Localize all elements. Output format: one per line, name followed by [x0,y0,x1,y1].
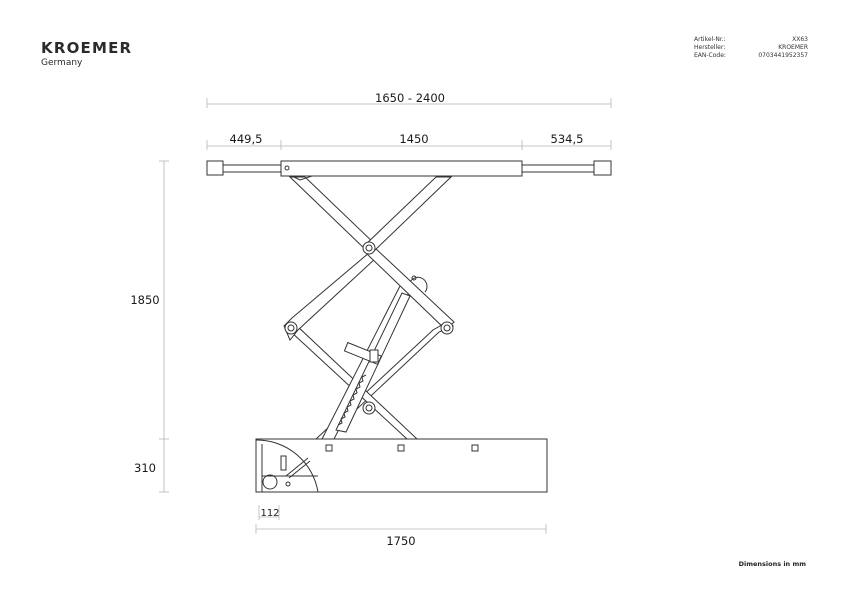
upper-arm-right [363,176,453,253]
center-pivot-bottom [362,401,376,415]
meta-value: KROEMER [778,44,808,51]
knee-joint-left [284,321,298,335]
meta-label: Hersteller: [694,44,726,51]
meta-label: Artikel-Nr.: [694,36,726,43]
base-marker [471,444,479,452]
meta-label: EAN-Code: [694,52,726,59]
dim-right-extension: 534,5 [551,132,584,146]
knee-joint-right [440,321,454,335]
scissor-lift [206,160,612,493]
dim-platform: 1450 [399,132,428,146]
base-frame [255,438,548,493]
lever-block [369,349,379,363]
left-extension-bar [220,164,284,173]
meta-row-article: Artikel-Nr.: XX63 [694,36,808,44]
upper-arm-left-lower [283,251,377,341]
ratchet-rack [337,374,367,426]
dim-base-height: 310 [134,461,156,475]
right-pad [593,160,612,176]
brand-logo: KROEMER Germany [41,39,132,68]
base-arc [255,439,319,493]
dim-left-extension: 449,5 [230,132,263,146]
base-marker [397,444,405,452]
left-pad [206,160,224,176]
right-extension-bar [520,164,598,173]
platform-bolt [284,165,290,171]
dim-total-width: 1650 - 2400 [375,91,445,105]
brand-subtitle: Germany [41,58,83,68]
meta-row-ean: EAN-Code: 0703441952357 [694,52,808,60]
dim-base-width: 1750 [386,534,415,548]
meta-row-manufacturer: Hersteller: KROEMER [694,44,808,52]
base-wheel [262,474,278,490]
base-marker [325,444,333,452]
dimension-lines [159,98,612,534]
units-note: Dimensions in mm [738,560,806,568]
dim-offset: 112 [260,508,279,519]
top-platform [280,160,523,177]
center-pivot-top [362,241,376,255]
upper-arm-left [288,176,378,253]
meta-value: XX63 [792,36,808,43]
meta-value: 0703441952357 [758,52,808,59]
brand-name: KROEMER [41,39,133,57]
dim-height: 1850 [130,293,159,307]
article-info: Artikel-Nr.: XX63 Hersteller: KROEMER EA… [694,36,808,60]
upper-arm-right-lower [366,246,455,331]
